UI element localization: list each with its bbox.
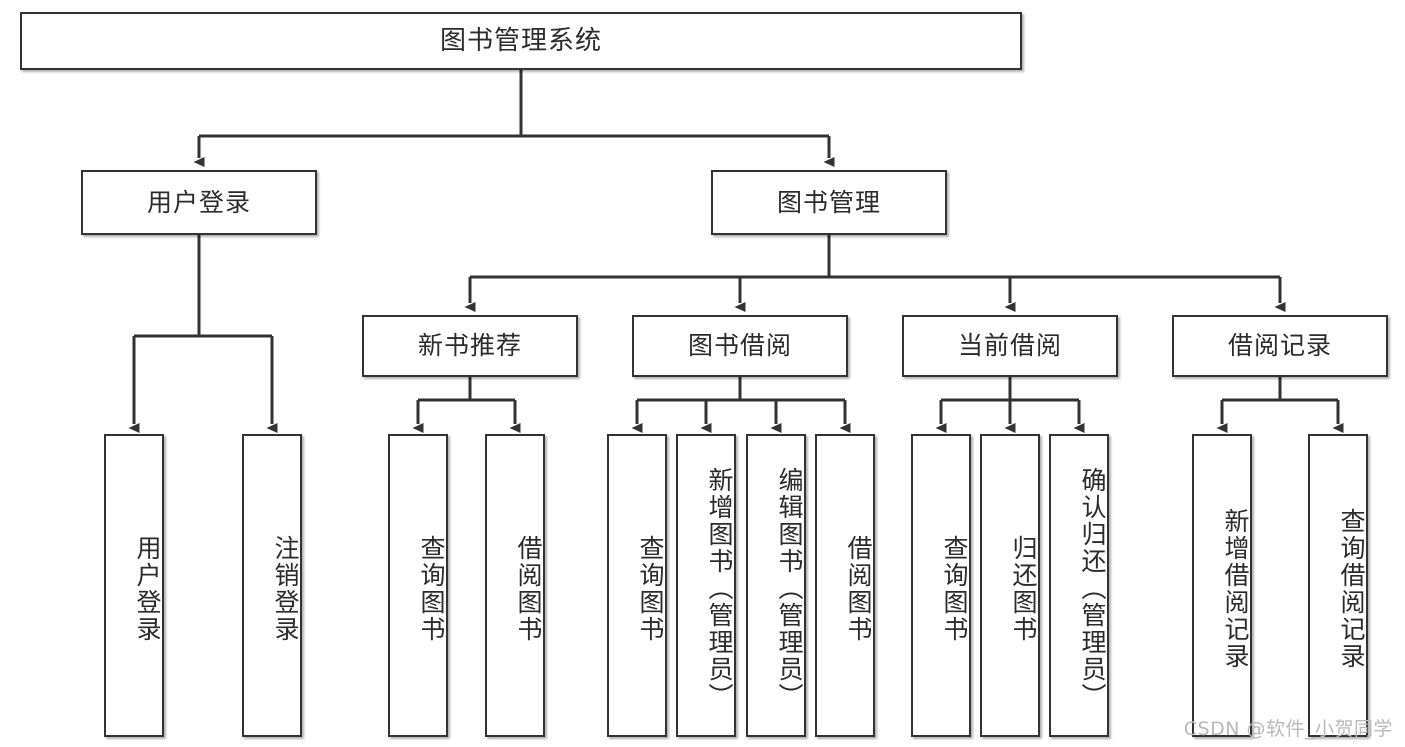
node-new-book-recommend-label: 新书推荐: [417, 331, 522, 361]
node-borrow-record-label: 借阅记录: [1227, 331, 1332, 361]
node-new-book-recommend[interactable]: 新书推荐: [362, 315, 578, 377]
leaf-add-book[interactable]: 新增图书（管理员）: [676, 434, 736, 737]
leaf-query-record-label: 查询借阅记录: [1337, 507, 1366, 670]
node-user-login-label: 用户登录: [146, 187, 251, 217]
leaf-return-book-label: 归还图书: [1009, 534, 1038, 643]
leaf-confirm-return[interactable]: 确认归还（管理员）: [1049, 434, 1109, 737]
leaf-query-record[interactable]: 查询借阅记录: [1308, 434, 1368, 737]
leaf-query-book-1-label: 查询图书: [417, 534, 446, 643]
leaf-confirm-return-label: 确认归还（管理员）: [1078, 467, 1107, 710]
node-user-login[interactable]: 用户登录: [81, 170, 317, 235]
node-borrow-record[interactable]: 借阅记录: [1172, 315, 1388, 377]
leaf-query-book-3[interactable]: 查询图书: [911, 434, 971, 737]
leaf-add-record-label: 新增借阅记录: [1221, 507, 1250, 670]
leaf-user-login[interactable]: 用户登录: [104, 434, 164, 737]
leaf-logout-login[interactable]: 注销登录: [242, 434, 302, 737]
leaf-add-record[interactable]: 新增借阅记录: [1192, 434, 1252, 737]
node-root[interactable]: 图书管理系统: [20, 12, 1022, 70]
leaf-user-login-label: 用户登录: [133, 534, 162, 643]
node-book-borrow-label: 图书借阅: [687, 331, 792, 361]
leaf-return-book[interactable]: 归还图书: [980, 434, 1040, 737]
leaf-borrow-book-1[interactable]: 借阅图书: [485, 434, 545, 737]
node-book-borrow[interactable]: 图书借阅: [632, 315, 848, 377]
watermark-text: CSDN @软件_小贺同学: [1183, 718, 1393, 740]
leaf-edit-book-label: 编辑图书（管理员）: [775, 467, 804, 710]
leaf-query-book-1[interactable]: 查询图书: [388, 434, 448, 737]
leaf-edit-book[interactable]: 编辑图书（管理员）: [746, 434, 806, 737]
leaf-query-book-2-label: 查询图书: [636, 534, 665, 643]
leaf-borrow-book-2[interactable]: 借阅图书: [815, 434, 875, 737]
leaf-add-book-label: 新增图书（管理员）: [705, 467, 734, 710]
node-book-manage[interactable]: 图书管理: [711, 170, 947, 235]
node-book-manage-label: 图书管理: [776, 187, 881, 217]
node-root-label: 图书管理系统: [439, 25, 602, 56]
node-current-borrow-label: 当前借阅: [957, 331, 1062, 361]
leaf-borrow-book-1-label: 借阅图书: [514, 534, 543, 643]
leaf-query-book-2[interactable]: 查询图书: [607, 434, 667, 737]
node-current-borrow[interactable]: 当前借阅: [902, 315, 1118, 377]
leaf-borrow-book-2-label: 借阅图书: [844, 534, 873, 643]
leaf-logout-login-label: 注销登录: [271, 534, 300, 643]
leaf-query-book-3-label: 查询图书: [940, 534, 969, 643]
